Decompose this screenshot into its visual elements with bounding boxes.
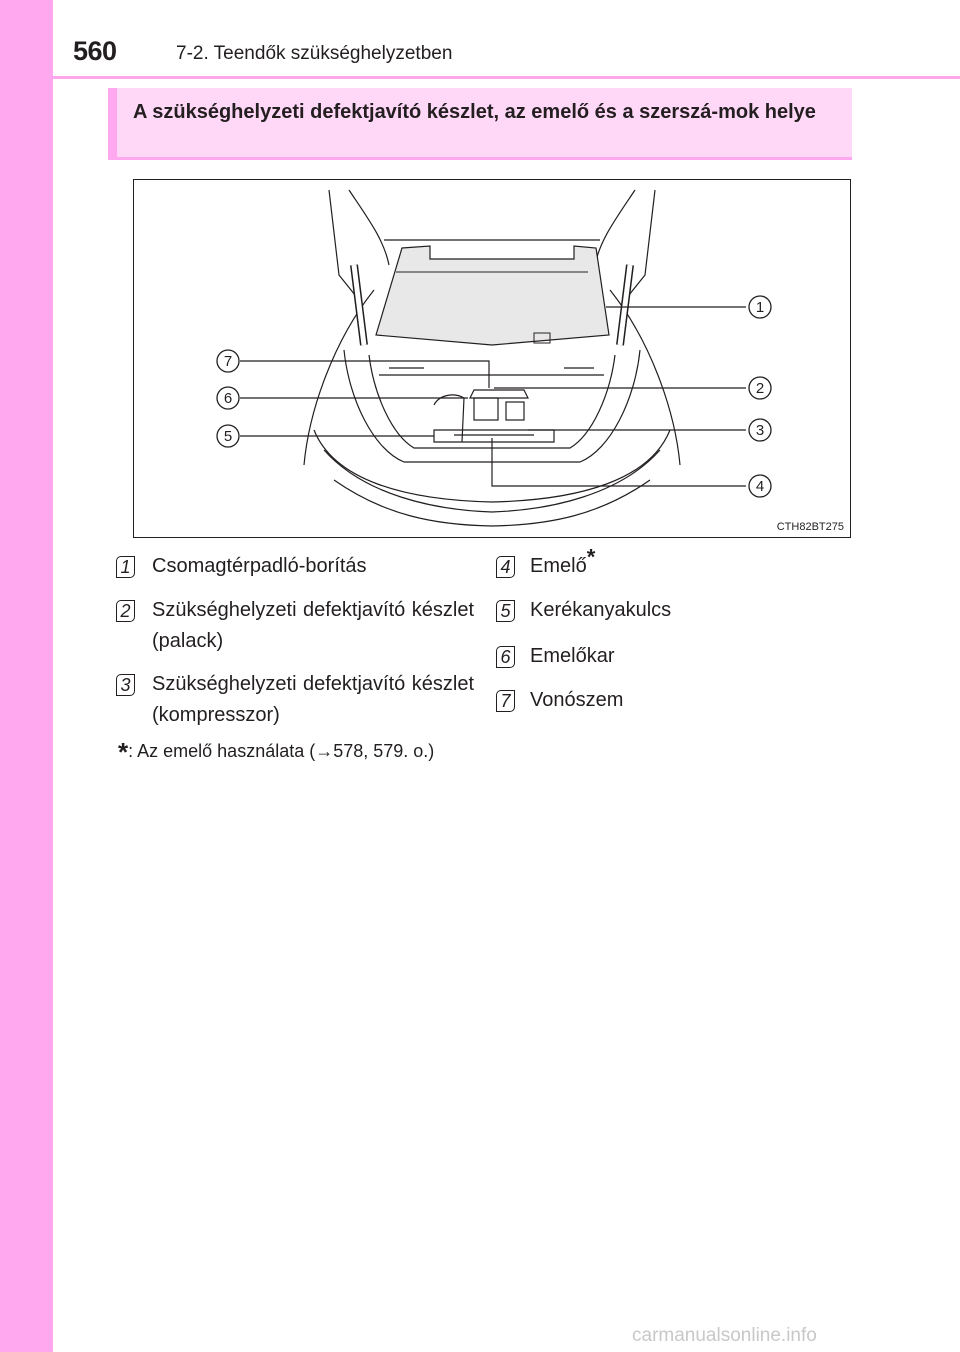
callout-7: 7 <box>224 353 232 370</box>
box-header-title: A szükséghelyzeti defektjavító készlet, … <box>133 101 816 123</box>
box-header: A szükséghelyzeti defektjavító készlet, … <box>108 88 852 160</box>
footnote-mark: * <box>118 737 129 767</box>
legend-label-4-mark: * <box>586 544 596 570</box>
footnote: *: Az emelő használata (→578, 579. o.) <box>118 733 435 767</box>
page-number: 560 <box>73 36 117 66</box>
legend-label-2: Szükséghelyzeti defektjavító készlet (pa… <box>152 599 474 652</box>
legend-label-4: Emelő <box>530 555 587 577</box>
footnote-text: : Az emelő használata (→578, 579. o.) <box>128 741 435 761</box>
page-side-band <box>0 0 53 1352</box>
trunk-drawing: 1 2 3 4 5 6 7 <box>216 189 772 527</box>
legend-label-1: Csomagtérpadló-borítás <box>152 555 367 577</box>
legend-label-6: Emelőkar <box>530 645 615 667</box>
legend-badge-3: 3 <box>116 674 135 696</box>
legend-badge-5: 5 <box>496 600 515 622</box>
section-title: 7-2. Teendők szükséghelyzetben <box>176 43 453 64</box>
legend-badge-4: 4 <box>496 556 515 578</box>
callout-5: 5 <box>224 428 232 445</box>
callout-4: 4 <box>756 478 764 495</box>
legend-label-4-wrap: Emelő* <box>530 546 595 582</box>
callout-3: 3 <box>756 422 764 439</box>
legend-badge-2: 2 <box>116 600 135 622</box>
legend-badge-7: 7 <box>496 690 515 712</box>
legend-label-5: Kerékanyakulcs <box>530 599 672 621</box>
legend-badge-6: 6 <box>496 646 515 668</box>
header-rule <box>53 76 960 79</box>
callout-1: 1 <box>756 299 764 316</box>
legend-label-3: Szükséghelyzeti defektjavító készlet (ko… <box>152 673 474 726</box>
callout-2: 2 <box>756 380 764 397</box>
figure-code: CTH82BT275 <box>776 521 844 533</box>
callout-6: 6 <box>224 390 232 407</box>
trunk-illustration: 1 2 3 4 5 6 7 CTH82BT275 <box>133 179 851 538</box>
legend-label-7: Vonószem <box>530 689 624 711</box>
watermark: carmanualsonline.info <box>632 1325 817 1346</box>
legend-badge-1: 1 <box>116 556 135 578</box>
